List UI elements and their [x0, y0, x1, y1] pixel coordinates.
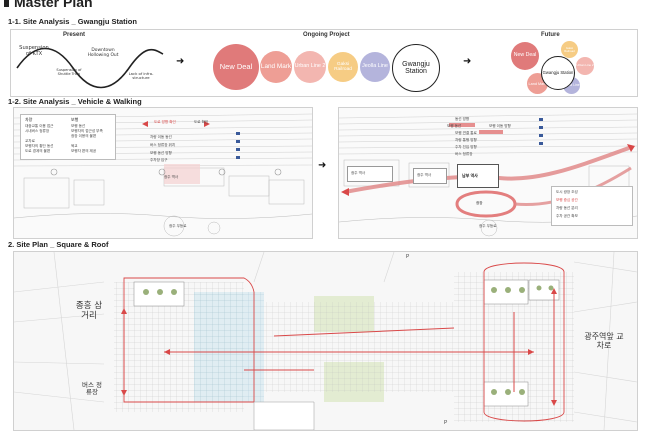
section-heading-vehicle: 1-2. Site Analysis _ Vehicle & Walking: [8, 97, 142, 106]
note-line: 차량 동선 분리: [556, 206, 578, 210]
arrow-right-icon: ➜: [463, 56, 472, 67]
label-jongheung-junction: 종흥 삼거리: [75, 301, 103, 321]
section-heading-station: 1-1. Site Analysis _ Gwangju Station: [8, 17, 137, 26]
road-label: 도로 확인: [194, 120, 209, 124]
legend-row: 보행자 편의 제공: [71, 149, 97, 153]
legend-row: 교차로: [25, 139, 35, 143]
note-line: 도시 광장 조성: [556, 190, 578, 194]
road-name-label: 광주 무등로: [169, 224, 187, 228]
road-name-label: 광주 무등로: [479, 224, 497, 228]
future-urban-line: Urban Line 2: [576, 57, 594, 75]
present-wave-diagram: [16, 47, 164, 89]
legend-col2-title: 보행: [71, 117, 79, 122]
present-label: Present: [63, 32, 86, 38]
page-title: Master Plan: [14, 0, 93, 10]
present-item-3: Downtown Hollowing Out: [87, 48, 119, 59]
building-box-left-label: 광주 역사: [351, 171, 366, 175]
label-station-intersection: 광주역앞 교차로: [584, 332, 624, 351]
station-box-label: 남부 역사: [462, 173, 478, 178]
present-item-4: Lack of infra-structure: [128, 71, 154, 81]
road-label: 차량 이동 동선: [150, 135, 172, 139]
road-label: 보행 연결 통로: [455, 131, 477, 135]
station-box: 남부 역사: [457, 164, 499, 188]
ongoing-urban-line: Urban Line 2: [294, 51, 326, 83]
ongoing-gaksi-railroad: Gaksi Railroad: [328, 52, 358, 82]
road-label: 버스 정류장 위치: [150, 143, 176, 147]
legend-row: 육교: [71, 144, 78, 148]
road-label: 차량 통행 방향: [455, 138, 477, 142]
ongoing-gwangju-station: Gwangju Station: [392, 44, 440, 92]
legend-row: 보행자의 접근성 부족: [71, 129, 103, 133]
road-label: 보행 동선: [447, 124, 462, 128]
parking-icon: P: [444, 420, 448, 426]
road-label: 주차장 입구: [150, 158, 168, 162]
parking-icon: P: [406, 254, 410, 260]
arrow-right-icon: ➜: [176, 56, 185, 67]
section-heading-site-plan: 2. Site Plan _ Square & Roof: [8, 240, 109, 249]
road-label: 버스 정류장: [455, 152, 473, 156]
legend-row: 대중교통 이용 접근: [25, 124, 54, 128]
legend-col1-title: 차량: [25, 117, 33, 122]
station-label: 광주 역사: [164, 175, 179, 179]
road-label: 보행 이동 방향: [489, 124, 511, 128]
legend-row: 보행 동선: [71, 124, 86, 128]
legend-table: 차량 보행 대중교통 이용 접근 시내버스 정류장 교차로 보행자의 횡단 동선…: [20, 114, 116, 160]
present-item-2: Suspension of Shuttle Train: [56, 68, 82, 77]
note-box: 도시 광장 조성 보행 중심 공간 차량 동선 분리 주차 공간 확보: [551, 186, 633, 226]
note-line: 보행 중심 공간: [556, 198, 578, 202]
site-plan-panel: 종흥 삼거리 버스 정류장 광주역앞 교차로 P P: [13, 251, 638, 431]
road-label: 주차 진입 방향: [455, 145, 477, 149]
building-box-left: 광주 역사: [347, 166, 393, 182]
ongoing-label: Ongoing Project: [303, 32, 350, 38]
label-bus-stop: 버스 정류장: [81, 381, 102, 397]
future-new-deal: New Deal: [511, 42, 539, 70]
legend-row: 보행자의 횡단 동선: [25, 144, 54, 148]
station-analysis-panel: Present Suspension of KTX Suspension of …: [10, 29, 638, 97]
future-gwangju-station: Gwangju Station: [541, 56, 575, 90]
building-box-center-label: 광주 역사: [417, 173, 432, 177]
legend-row: 광장 이용의 불편: [71, 134, 97, 138]
vehicle-plan-existing: 차량 보행 대중교통 이용 접근 시내버스 정류장 교차로 보행자의 횡단 동선…: [13, 107, 313, 239]
legend-row: 도로 경계의 불편: [25, 149, 51, 153]
arrow-right-icon: ➜: [318, 160, 327, 171]
road-label: 도로 방향 확인: [154, 120, 176, 124]
legend-row: 시내버스 정류장: [25, 129, 50, 133]
vehicle-plan-proposed: 동선 방향 보행 동선 보행 이동 방향 보행 연결 통로 차량 통행 방향 주…: [338, 107, 638, 239]
note-line: 주차 공간 확보: [556, 214, 578, 218]
present-item-1: Suspension of KTX: [19, 45, 49, 57]
future-gaksi-railroad: Gaksi Railroad: [561, 41, 578, 58]
road-label: 보행 동선 방향: [150, 151, 172, 155]
road-label: 동선 방향: [455, 117, 470, 121]
future-label: Future: [541, 32, 560, 38]
ongoing-jeolla-line: Jeolla Line: [360, 52, 390, 82]
ongoing-new-deal: New Deal: [213, 44, 259, 90]
site-plan-drawing: [14, 252, 637, 430]
title-bar-mark: [4, 0, 9, 7]
building-box-center: 광주 역사: [413, 168, 447, 184]
ongoing-land-mark: Land Mark: [260, 51, 292, 83]
plaza-label: 광장: [476, 201, 483, 205]
